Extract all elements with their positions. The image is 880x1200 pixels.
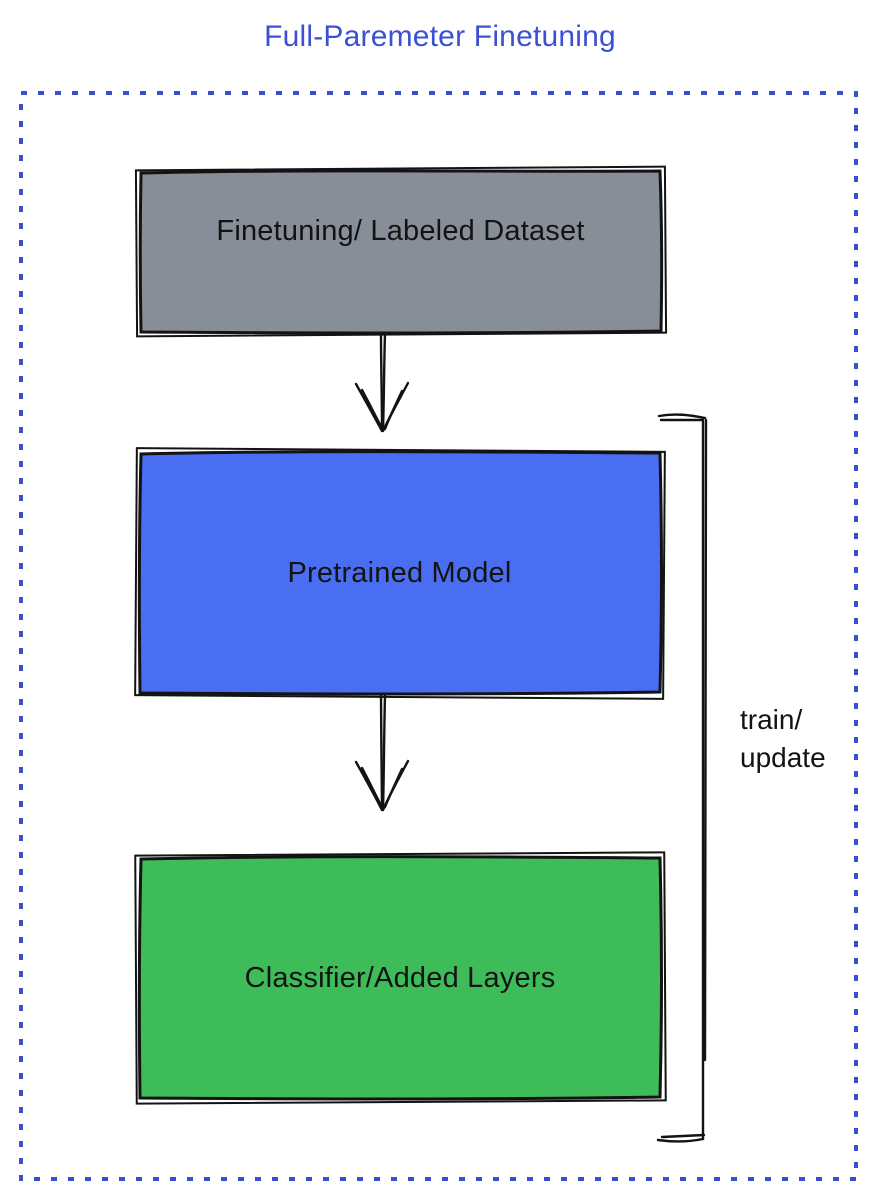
classifier-box [134,851,667,1105]
train-update-label-line2: update [740,742,826,773]
pretrained-box-label: Pretrained Model [287,556,512,589]
arrow-dataset-to-pretrained-icon [354,332,410,433]
train-update-label-line1: train/ [740,704,803,735]
arrow-pretrained-to-classifier-icon [354,694,410,812]
train-update-bracket [656,413,708,1143]
pretrained-box [134,447,666,700]
classifier-box-label: Classifier/Added Layers [244,961,556,994]
train-update-label: train/ update [740,701,826,777]
dataset-box [134,165,668,338]
dotted-frame [19,91,858,1181]
dataset-box-label: Finetuning/ Labeled Dataset [216,215,585,247]
diagram-title: Full-Paremeter Finetuning [264,20,616,53]
